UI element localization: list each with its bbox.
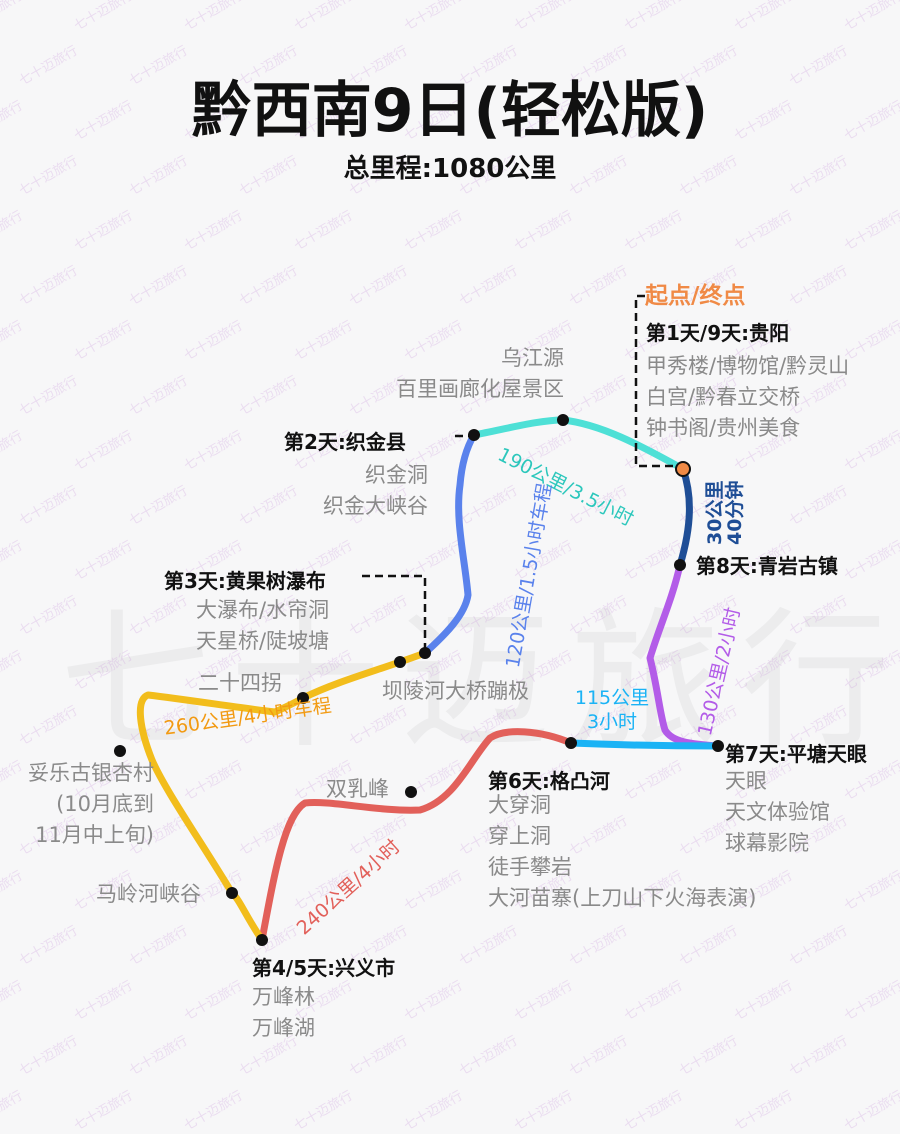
sight: 徒手攀岩 — [488, 855, 572, 879]
connector-guiyang — [634, 294, 680, 468]
stop-pingtang: 第7天:平塘天眼 — [725, 742, 867, 766]
watermark-tile: 七十迈旅行 — [0, 1088, 26, 1134]
sight: 织金洞 — [365, 463, 428, 487]
page-title: 黔西南9日(轻松版) — [191, 76, 709, 146]
sight: 大穿洞 — [488, 793, 551, 817]
dot-huangguoshu — [419, 647, 431, 659]
watermark-tile: 七十迈旅行 — [291, 1088, 356, 1134]
dot-ershisiguai — [297, 692, 309, 704]
sight: 织金大峡谷 — [323, 494, 428, 518]
route-xingyi-huangguoshu — [136, 649, 429, 944]
dot-zhijin — [468, 429, 480, 441]
connector-huangguoshu — [362, 574, 427, 650]
stop-qingyan: 第8天:青岩古镇 — [696, 554, 838, 578]
sight: 甲秀楼/博物馆/黔灵山 — [646, 354, 850, 378]
start-end-label: 起点/终点 — [645, 283, 746, 309]
start-end-marker — [675, 461, 691, 477]
stop-xingyi: 第4/5天:兴义市 — [252, 956, 396, 980]
sights-guiyang: 甲秀楼/博物馆/黔灵山 白宫/黔春立交桥 钟书阁/贵州美食 — [646, 351, 849, 444]
sight: 大河苗寨(上刀山下火海表演) — [488, 886, 757, 910]
dot-gedanghe — [565, 737, 577, 749]
waypoint-balinghe: 坝陵河大桥蹦极 — [382, 679, 529, 703]
waypoint-line: 乌江源 — [501, 346, 564, 370]
dot-wujiang — [557, 414, 569, 426]
sight: 穿上洞 — [488, 824, 551, 848]
route-map — [114, 294, 724, 946]
segment-line: 40分钟 — [724, 480, 746, 545]
route-huangguoshu-zhijin — [421, 431, 478, 657]
waypoint-malinghe: 马岭河峡谷 — [96, 882, 201, 906]
waypoint-line: 百里画廊化屋景区 — [396, 377, 564, 401]
segment-line: 3小时 — [586, 711, 638, 733]
watermark-tile: 七十迈旅行 — [181, 1088, 246, 1134]
watermark-tile: 七十迈旅行 — [621, 1088, 686, 1134]
sight: 球幕影院 — [725, 831, 809, 855]
watermark-tile: 七十迈旅行 — [71, 1088, 136, 1134]
stop-guiyang: 第1天/9天:贵阳 — [646, 321, 790, 345]
sights-pingtang: 天眼 天文体验馆 球幕影院 — [725, 766, 830, 859]
waypoint-tuole: 妥乐古银杏村 (10月底到 11月中上旬) — [4, 758, 154, 851]
sight: 天眼 — [725, 769, 767, 793]
segment-line: 115公里 — [574, 687, 650, 709]
sight: 大瀑布/水帘洞 — [196, 598, 330, 622]
segment-line: 30公里 — [704, 480, 726, 545]
dot-malinghe — [226, 887, 238, 899]
watermark-tile: 七十迈旅行 — [731, 1088, 796, 1134]
waypoint-line: 11月中上旬) — [35, 823, 154, 847]
waypoint-line: 妥乐古银杏村 — [28, 761, 154, 785]
route-guiyang-qingyan — [676, 465, 693, 569]
watermark-tile: 七十迈旅行 — [401, 1088, 466, 1134]
waypoint-line: (10月底到 — [56, 792, 154, 816]
dot-balinghe — [394, 656, 406, 668]
stop-huangguoshu: 第3天:黄果树瀑布 — [164, 569, 326, 593]
waypoint-shuangru: 双乳峰 — [326, 777, 389, 801]
sights-gedanghe: 大穿洞 穿上洞 徒手攀岩 大河苗寨(上刀山下火海表演) — [488, 790, 756, 914]
watermark-tile: 七十迈旅行 — [841, 1088, 900, 1134]
route-pingtang-gedanghe — [567, 739, 722, 750]
sight: 白宫/黔春立交桥 — [646, 385, 801, 409]
dot-shuangru — [405, 786, 417, 798]
route-gedanghe-xingyi — [258, 728, 575, 944]
total-distance: 总里程:1080公里 — [343, 154, 557, 184]
waypoint-ershisiguai: 二十四拐 — [198, 671, 282, 695]
dot-tuole — [114, 745, 126, 757]
stop-zhijin: 第2天:织金县 — [284, 430, 406, 454]
dot-qingyan — [674, 559, 686, 571]
watermark-tile: 七十迈旅行 — [511, 1088, 576, 1134]
sights-zhijin: 织金洞 织金大峡谷 — [300, 460, 428, 522]
dot-xingyi — [256, 934, 268, 946]
sight: 天文体验馆 — [725, 800, 830, 824]
segment-label-guiyang-qingyan: 30公里 40分钟 — [704, 480, 746, 545]
dot-pingtang — [712, 740, 724, 752]
segment-label-gedanghe-pingtang: 115公里 3小时 — [562, 686, 662, 734]
sight: 钟书阁/贵州美食 — [646, 416, 801, 440]
sight: 万峰湖 — [252, 1016, 315, 1040]
sights-xingyi: 万峰林 万峰湖 — [252, 982, 315, 1044]
stop-gedanghe: 第6天:格凸河 — [488, 769, 610, 793]
sight: 天星桥/陡坡塘 — [196, 629, 330, 653]
waypoint-wujiang: 乌江源 百里画廊化屋景区 — [364, 343, 564, 405]
sight: 万峰林 — [252, 985, 315, 1009]
sights-huangguoshu: 大瀑布/水帘洞 天星桥/陡坡塘 — [196, 595, 329, 657]
route-qingyan-pingtang — [646, 561, 722, 750]
